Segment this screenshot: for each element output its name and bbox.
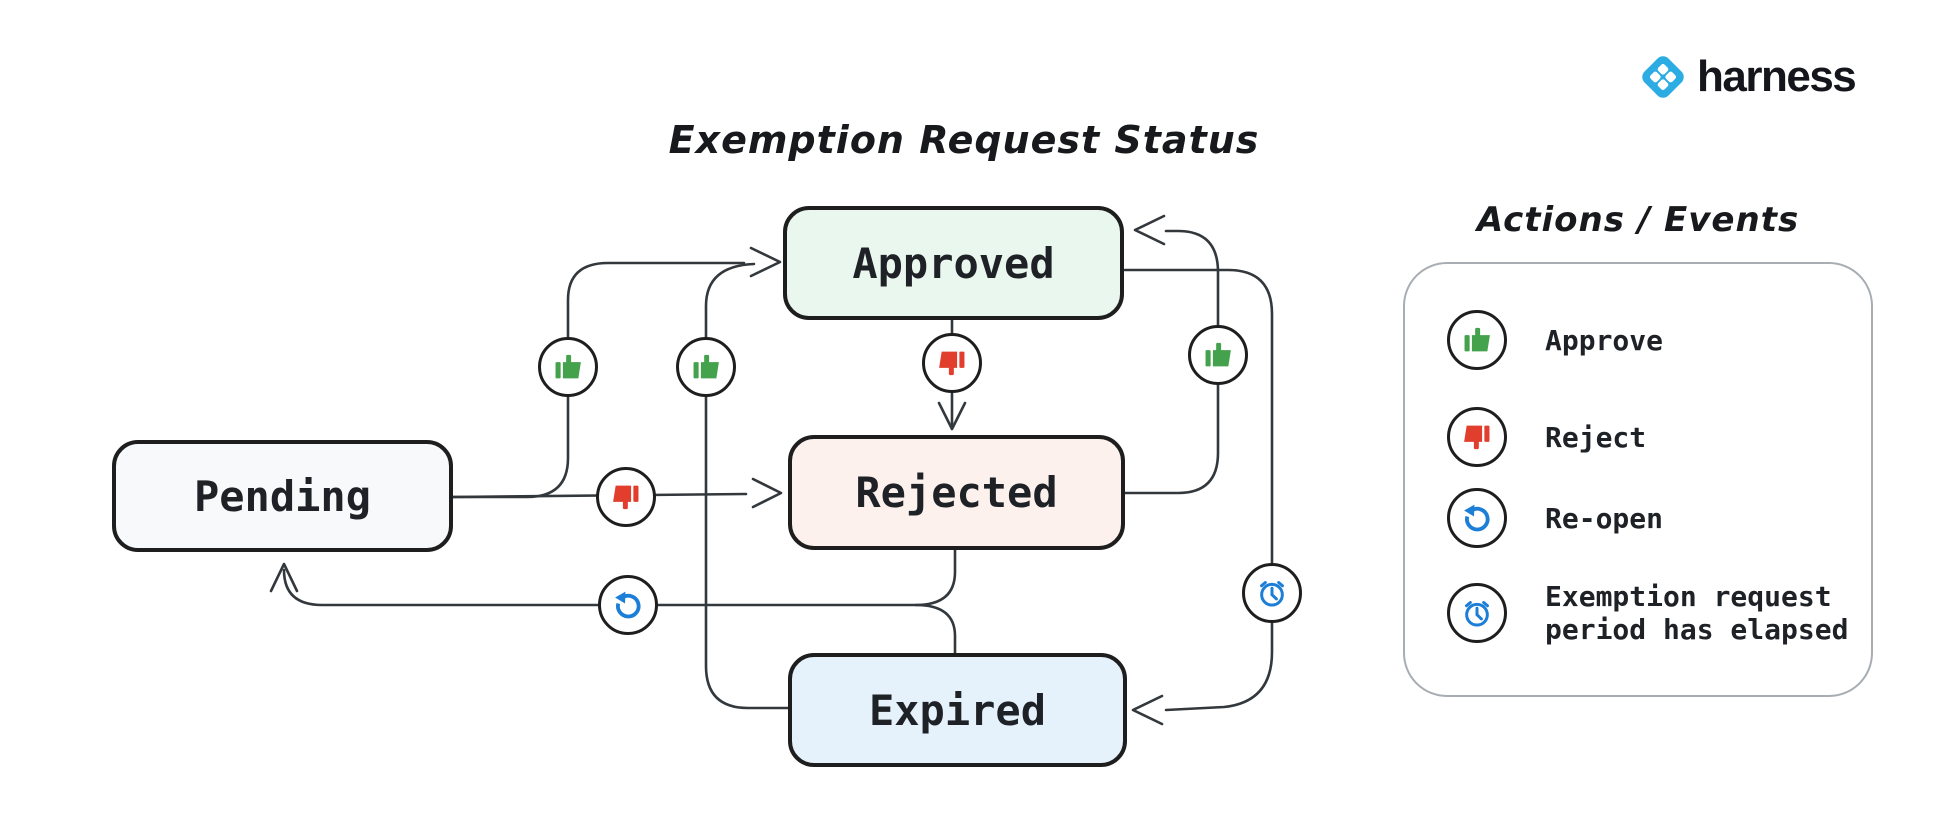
edge-expired-pending-reopen: [914, 603, 957, 655]
legend-elapsed-badge: [1447, 583, 1507, 643]
legend-reject-badge: [1447, 407, 1507, 467]
reopen-icon: [611, 588, 645, 622]
harness-logo-text: harness: [1697, 52, 1857, 101]
thumbs-up-icon: [1460, 323, 1494, 357]
legend-elapsed-label: Exemption request period has elapsed: [1545, 580, 1849, 646]
alarm-clock-icon: [1460, 596, 1494, 630]
legend-approve-label: Approve: [1545, 324, 1664, 357]
thumbs-up-icon: [689, 350, 723, 384]
alarm-clock-icon: [1255, 576, 1289, 610]
badge-elapsed-approved-to-expired: [1242, 563, 1302, 623]
thumbs-down-icon: [1460, 420, 1494, 454]
legend-title: Actions / Events: [1476, 200, 1800, 240]
edge-approved-expired: [1123, 268, 1274, 726]
reopen-icon: [1460, 501, 1494, 535]
edge-expired-approved: [704, 262, 790, 710]
state-rejected: Rejected: [788, 435, 1125, 550]
badge-approve-pending-to-approved: [538, 337, 598, 397]
state-pending: Pending: [112, 440, 453, 552]
badge-reject-approved-to-rejected: [922, 333, 982, 393]
state-expired-label: Expired: [868, 685, 1046, 735]
state-expired: Expired: [788, 653, 1127, 767]
state-rejected-label: Rejected: [855, 468, 1058, 517]
badge-approve-expired-to-approved: [676, 337, 736, 397]
diagram-title: Exemption Request Status: [668, 118, 1260, 162]
badge-reopen-to-pending: [598, 575, 658, 635]
state-approved-label: Approved: [852, 238, 1055, 288]
thumbs-up-icon: [1201, 338, 1235, 372]
thumbs-up-icon: [551, 350, 585, 384]
legend-approve-badge: [1447, 310, 1507, 370]
state-approved: Approved: [783, 206, 1124, 320]
thumbs-down-icon: [609, 480, 643, 514]
state-pending-label: Pending: [193, 471, 371, 521]
harness-logo: harness: [1634, 48, 1857, 106]
badge-approve-rejected-to-approved: [1188, 325, 1248, 385]
thumbs-down-icon: [935, 346, 969, 380]
legend-reject-label: Reject: [1545, 421, 1647, 454]
badge-reject-pending-to-rejected: [596, 467, 656, 527]
legend-reopen-badge: [1447, 488, 1507, 548]
legend-reopen-label: Re-open: [1545, 502, 1664, 535]
harness-logo-icon: [1642, 56, 1684, 98]
